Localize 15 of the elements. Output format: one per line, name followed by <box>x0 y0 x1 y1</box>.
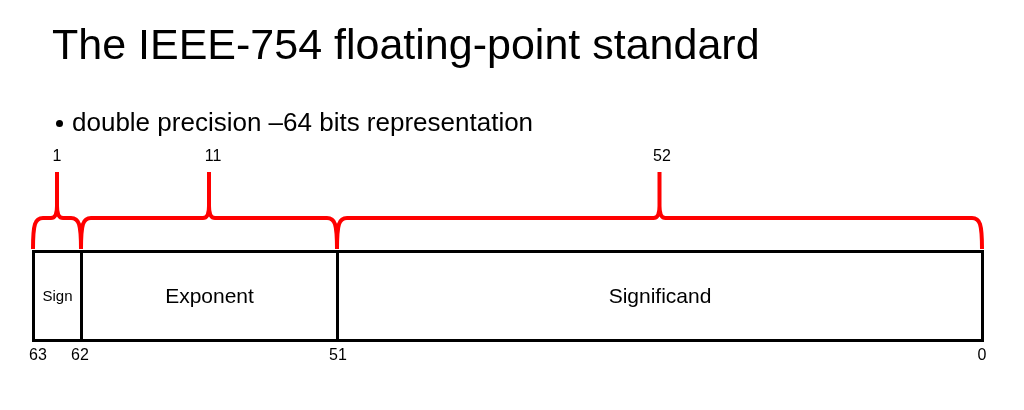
bit-index-label: 51 <box>329 345 347 365</box>
bit-field-box <box>32 250 83 342</box>
slide-title: The IEEE-754 floating-point standard <box>52 19 760 70</box>
bit-index-label: 62 <box>71 345 89 365</box>
bit-field-box <box>80 250 339 342</box>
field-name: Significand <box>608 283 712 310</box>
bit-field-box <box>336 250 984 342</box>
field-name: Exponent <box>165 283 254 310</box>
field-name: Sign <box>42 285 73 306</box>
bit-count-label: 11 <box>204 146 222 166</box>
bit-index-label: 0 <box>977 345 987 365</box>
bullet-text: double precision –64 bits representation <box>72 106 534 139</box>
bit-count-label: 1 <box>52 146 62 166</box>
bit-count-label: 52 <box>653 146 671 166</box>
bit-index-label: 63 <box>29 345 47 365</box>
